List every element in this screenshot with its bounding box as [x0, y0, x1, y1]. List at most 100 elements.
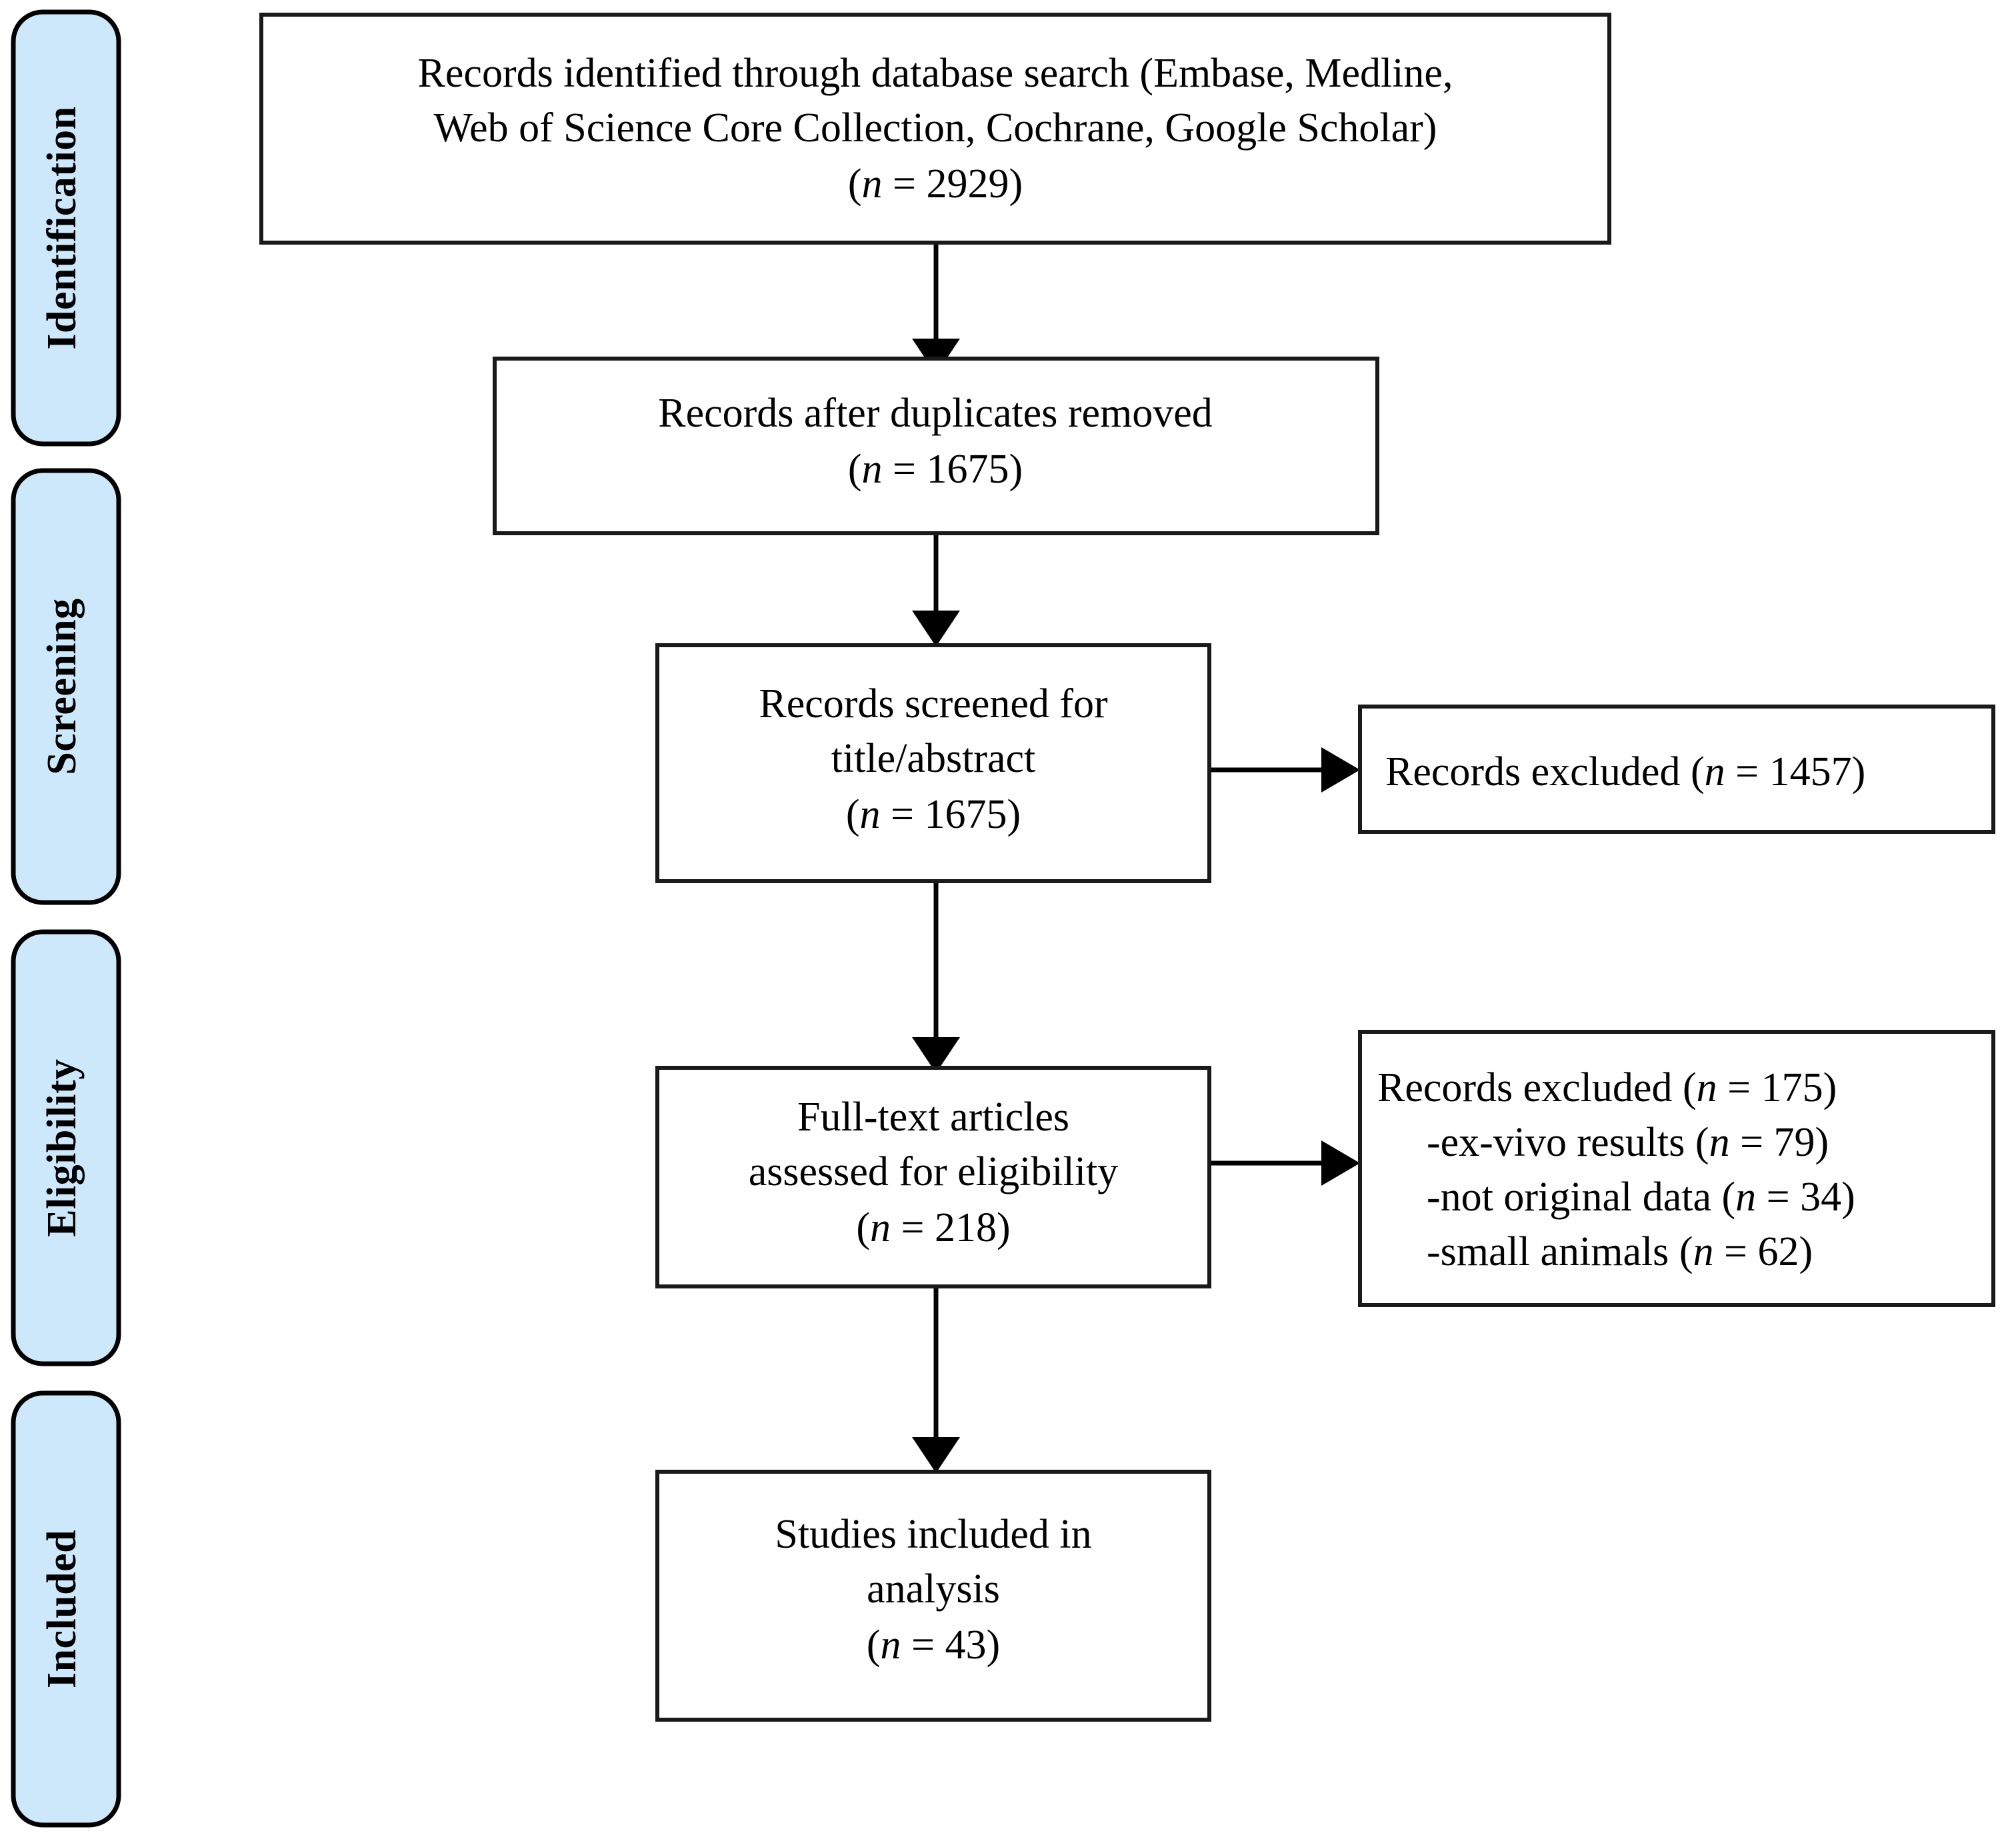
- box-full-text-assessed-line-2: assessed for eligibility: [749, 1149, 1118, 1194]
- box-records-after-duplicates-rect[interactable]: [493, 357, 1379, 535]
- count-close-paren: ): [1852, 749, 1866, 795]
- count-close-paren: ): [1841, 1174, 1855, 1220]
- arrowhead-deduplicated-to-screened: [912, 611, 960, 647]
- stage-tab-included-label: Included: [39, 1530, 85, 1688]
- box-records-identified-line-2: Web of Science Core Collection, Cochrane…: [434, 105, 1437, 151]
- box-records-identified-rect[interactable]: [259, 13, 1611, 245]
- stage-tab-included[interactable]: Included: [11, 1390, 121, 1828]
- arrowhead-fulltext-to-excluded: [1321, 1140, 1360, 1186]
- count-open-paren: (: [1683, 1065, 1697, 1110]
- box-records-excluded-eligibility[interactable]: Records excluded (n = 175) -ex-vivo resu…: [1358, 1030, 1995, 1307]
- count-value: 218: [935, 1205, 997, 1250]
- box-studies-included-rect[interactable]: [655, 1470, 1211, 1722]
- box-full-text-assessed[interactable]: Full-text articles assessed for eligibil…: [655, 1066, 1211, 1288]
- box-records-screened-count: (n = 1675): [846, 792, 1021, 837]
- count-var: n: [881, 1622, 901, 1668]
- box-full-text-assessed-rect[interactable]: [655, 1066, 1211, 1288]
- excluded-reason-not-original-data: -not original data (n = 34): [1427, 1174, 1855, 1220]
- count-eq: =: [1730, 1120, 1774, 1165]
- count-var: n: [860, 792, 881, 837]
- count-eq: =: [1725, 749, 1769, 795]
- stage-tab-eligibility-label: Eligibility: [39, 1058, 85, 1236]
- count-var: n: [1709, 1120, 1730, 1165]
- count-close-paren: ): [1815, 1120, 1829, 1165]
- count-close-paren: ): [986, 1622, 1000, 1668]
- count-open-paren: (: [856, 1205, 870, 1250]
- count-eq: =: [1717, 1065, 1761, 1110]
- box-full-text-assessed-count: (n = 218): [856, 1205, 1010, 1250]
- connectors: [912, 243, 1360, 1473]
- count-value: 79: [1774, 1120, 1815, 1165]
- count-var: n: [1697, 1065, 1717, 1110]
- count-open-paren: (: [1691, 749, 1705, 795]
- arrowhead-screened-to-excluded: [1321, 747, 1360, 793]
- box-records-excluded-screening-text: Records excluded (n = 1457): [1385, 749, 1865, 795]
- box-records-screened-line-1: Records screened for: [759, 681, 1108, 727]
- count-open-paren: (: [1721, 1174, 1735, 1220]
- arrowhead-screened-to-fulltext: [912, 1037, 960, 1073]
- box-records-screened[interactable]: Records screened for title/abstract (n =…: [655, 643, 1211, 883]
- box-records-screened-rect[interactable]: [655, 643, 1211, 883]
- count-eq: =: [1713, 1229, 1757, 1274]
- count-eq: =: [1756, 1174, 1800, 1220]
- count-value: 62: [1757, 1229, 1799, 1274]
- count-close-paren: ): [997, 1205, 1011, 1250]
- box-records-identified[interactable]: Records identified through database sear…: [259, 13, 1611, 245]
- arrowhead-fulltext-to-included: [912, 1437, 960, 1473]
- stage-tab-identification-label: Identification: [39, 106, 85, 349]
- count-var: n: [1735, 1174, 1756, 1220]
- count-close-paren: ): [1007, 792, 1021, 837]
- stage-tab-identification[interactable]: Identification: [11, 9, 121, 447]
- count-open-paren: (: [848, 447, 862, 492]
- box-records-excluded-eligibility-rect[interactable]: [1358, 1030, 1995, 1307]
- stage-tab-screening-rect[interactable]: [11, 468, 121, 905]
- count-eq: =: [901, 1622, 945, 1668]
- stage-tab-identification-rect[interactable]: [11, 9, 121, 447]
- excluded-heading-label: Records excluded: [1377, 1065, 1683, 1110]
- box-records-after-duplicates-line-1: Records after duplicates removed: [658, 391, 1213, 436]
- excluded-reason-ex-vivo-results: -ex-vivo results (n = 79): [1427, 1120, 1829, 1165]
- count-eq: =: [883, 161, 927, 207]
- stage-tab-screening[interactable]: Screening: [11, 468, 121, 905]
- box-full-text-assessed-line-1: Full-text articles: [797, 1094, 1069, 1140]
- count-var: n: [1705, 749, 1725, 795]
- count-value: 43: [945, 1622, 986, 1668]
- box-records-screened-line-2: title/abstract: [831, 736, 1035, 781]
- count-value: 1675: [926, 447, 1009, 492]
- box-records-identified-count: (n = 2929): [848, 161, 1023, 207]
- box-studies-included-line-1: Studies included in: [775, 1512, 1091, 1557]
- count-value: 1675: [924, 792, 1007, 837]
- count-eq: =: [881, 792, 925, 837]
- excluded-eligibility-heading: Records excluded (n = 175): [1377, 1065, 1837, 1110]
- count-open-paren: (: [846, 792, 860, 837]
- box-records-after-duplicates[interactable]: Records after duplicates removed (n = 16…: [493, 357, 1379, 535]
- count-open-paren: (: [848, 161, 862, 207]
- box-records-excluded-screening[interactable]: Records excluded (n = 1457): [1358, 705, 1995, 834]
- count-var: n: [870, 1205, 891, 1250]
- count-value: 175: [1761, 1065, 1823, 1110]
- stage-tab-eligibility-rect[interactable]: [11, 929, 121, 1366]
- count-var: n: [862, 161, 883, 207]
- stage-tab-screening-label: Screening: [39, 598, 85, 775]
- box-records-excluded-screening-rect[interactable]: [1358, 705, 1995, 834]
- excluded-reason-small-animals: -small animals (n = 62): [1427, 1229, 1813, 1274]
- count-close-paren: ): [1009, 161, 1023, 207]
- count-eq: =: [891, 1205, 935, 1250]
- count-close-paren: ): [1799, 1229, 1813, 1274]
- count-close-paren: ): [1009, 447, 1023, 492]
- count-open-paren: (: [867, 1622, 881, 1668]
- reason-label: -not original data: [1427, 1174, 1721, 1220]
- box-studies-included[interactable]: Studies included in analysis (n = 43): [655, 1470, 1211, 1722]
- count-value: 34: [1800, 1174, 1841, 1220]
- box-records-after-duplicates-count: (n = 1675): [848, 447, 1023, 492]
- stage-tab-eligibility[interactable]: Eligibility: [11, 929, 121, 1366]
- box-studies-included-count: (n = 43): [867, 1622, 1000, 1668]
- reason-label: -ex-vivo results: [1427, 1120, 1695, 1165]
- excluded-label: Records excluded: [1385, 749, 1691, 795]
- box-studies-included-line-2: analysis: [867, 1566, 1000, 1612]
- stage-tab-included-rect[interactable]: [11, 1390, 121, 1828]
- count-var: n: [862, 447, 883, 492]
- reason-label: -small animals: [1427, 1229, 1679, 1274]
